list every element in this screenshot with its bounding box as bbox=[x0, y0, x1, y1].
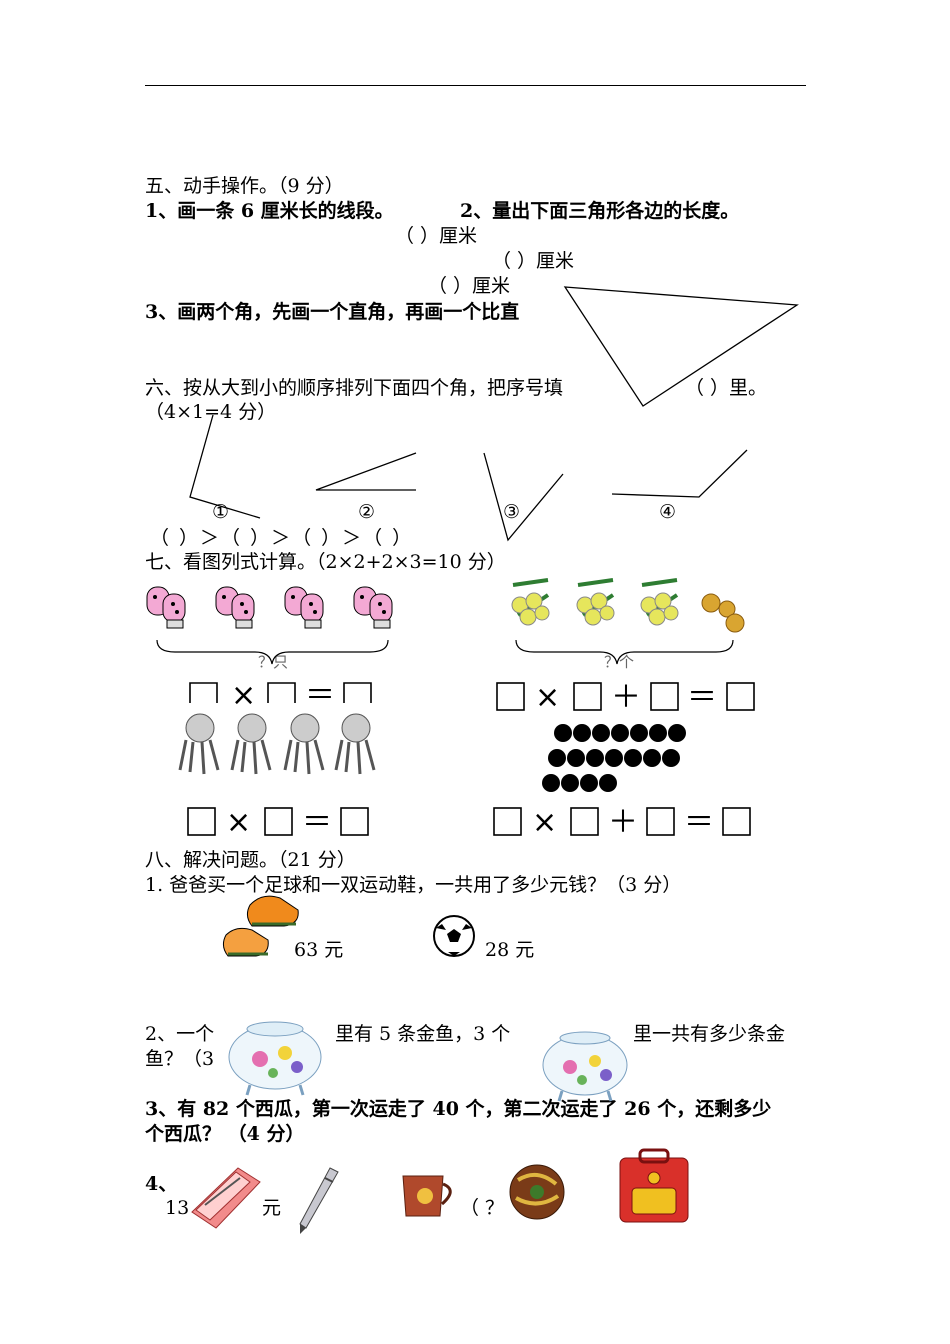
black-dots bbox=[542, 724, 686, 792]
equation-row-2-left: × ＝ bbox=[187, 805, 369, 840]
angle-3 bbox=[483, 452, 564, 542]
grey-bunch-1 bbox=[178, 713, 220, 775]
glove-pairs bbox=[146, 586, 393, 629]
s5-q2: 2、量出下面三角形各边的长度。 bbox=[460, 200, 740, 222]
s5-blank-c: （ ）厘米 bbox=[428, 275, 511, 297]
pear-branch-2 bbox=[576, 578, 615, 626]
s8-q3-b: 个西瓜？ （4 分） bbox=[145, 1123, 305, 1145]
angle-label-4: ④ bbox=[659, 501, 677, 523]
mug-icon bbox=[402, 1175, 452, 1217]
fishbowl-icon-1 bbox=[228, 1021, 322, 1096]
backpack-icon bbox=[619, 1148, 689, 1223]
angle-order-blanks: （ ）＞（ ）＞（ ）＞（ ） bbox=[150, 527, 414, 549]
grey-bunch-3 bbox=[283, 713, 325, 775]
brace-left bbox=[156, 639, 389, 665]
s8-q4-d: （ ？ bbox=[460, 1197, 505, 1219]
section6-heading-end: （ ）里。 bbox=[685, 377, 768, 399]
section6-heading: 六、按从大到小的顺序排列下面四个角，把序号填 bbox=[145, 377, 564, 399]
angle-1 bbox=[189, 414, 261, 519]
glove-pair-2 bbox=[215, 586, 255, 629]
angle-2 bbox=[315, 452, 417, 491]
section7-heading: 七、看图列式计算。（2×2+2×3=10 分） bbox=[145, 551, 506, 573]
grey-bunches bbox=[178, 713, 376, 775]
shoe-price: 63 元 bbox=[294, 939, 344, 961]
triangle-figure bbox=[563, 286, 799, 407]
eq2r-plus: ＋ bbox=[608, 805, 638, 840]
angle-label-1: ① bbox=[212, 501, 230, 523]
eq2r-times: × bbox=[532, 805, 557, 840]
pear-branch-3 bbox=[640, 578, 679, 626]
equation-row-1-right: × ＋ ＝ bbox=[496, 680, 755, 715]
angle-label-3: ③ bbox=[503, 501, 521, 523]
pear-branches bbox=[511, 578, 745, 633]
eq1l-times: × bbox=[231, 678, 256, 713]
grey-bunch-2 bbox=[230, 713, 272, 775]
glove-pair-4 bbox=[353, 586, 393, 629]
s8-q2-a: 2、一个 bbox=[145, 1023, 215, 1045]
brace-right-label: ？个 bbox=[604, 653, 635, 671]
s5-blank-a: （ ）厘米 bbox=[395, 225, 478, 247]
eq2l-times: × bbox=[226, 805, 251, 840]
brace-right bbox=[515, 639, 734, 665]
glove-pair-3 bbox=[284, 586, 324, 629]
pencil-case-icon bbox=[191, 1167, 261, 1229]
angle-label-2: ② bbox=[358, 501, 376, 523]
eq1r-plus: ＋ bbox=[611, 680, 641, 715]
header-rule bbox=[145, 85, 806, 86]
pear-branch-1 bbox=[511, 578, 550, 626]
eq1r-equals: ＝ bbox=[687, 680, 717, 715]
equation-row-2-right: × ＋ ＝ bbox=[493, 805, 751, 840]
loose-pears bbox=[701, 593, 745, 633]
s8-q3-a: 3、有 82 个西瓜，第一次运走了 40 个，第二次运走了 26 个，还剩多少 bbox=[145, 1098, 772, 1120]
section8-heading: 八、解决问题。（21 分） bbox=[145, 849, 356, 871]
s8-q4-b: 13 bbox=[165, 1197, 190, 1219]
eq2l-equals: ＝ bbox=[302, 805, 332, 840]
s8-q1: 1. 爸爸买一个足球和一双运动鞋，一共用了多少元钱？（3 分） bbox=[145, 874, 682, 896]
grey-bunch-4 bbox=[334, 713, 376, 775]
section6-score: （4×1=4 分） bbox=[145, 401, 277, 423]
eq1l-equals: ＝ bbox=[305, 678, 335, 713]
section5-heading: 五、动手操作。（9 分） bbox=[145, 175, 344, 197]
ball-price: 28 元 bbox=[485, 939, 535, 961]
s8-q2-b: 里有 5 条金鱼，3 个 bbox=[335, 1023, 511, 1045]
glove-pair-1 bbox=[146, 586, 186, 629]
plate-icon bbox=[509, 1164, 565, 1220]
equation-row-1-left: × ＝ bbox=[189, 678, 372, 713]
angle-4 bbox=[611, 449, 748, 498]
s8-q4-a: 4、 bbox=[145, 1173, 178, 1195]
s8-q4-c: 元 bbox=[262, 1197, 282, 1219]
s5-q1: 1、画一条 6 厘米长的线段。 bbox=[145, 200, 394, 222]
pen-icon bbox=[299, 1167, 339, 1234]
eq1r-times: × bbox=[535, 680, 560, 715]
eq2r-equals: ＝ bbox=[684, 805, 714, 840]
fishbowl-icon-2 bbox=[542, 1031, 628, 1102]
s8-q2-c: 里一共有多少条金 bbox=[633, 1023, 786, 1045]
s8-q2-d: 鱼？（3 bbox=[145, 1048, 215, 1070]
sneakers-icon bbox=[222, 895, 299, 957]
soccer-ball-icon bbox=[433, 915, 475, 957]
s5-blank-b: （ ）厘米 bbox=[492, 250, 575, 272]
s5-q3: 3、画两个角，先画一个直角，再画一个比直 bbox=[145, 301, 520, 323]
